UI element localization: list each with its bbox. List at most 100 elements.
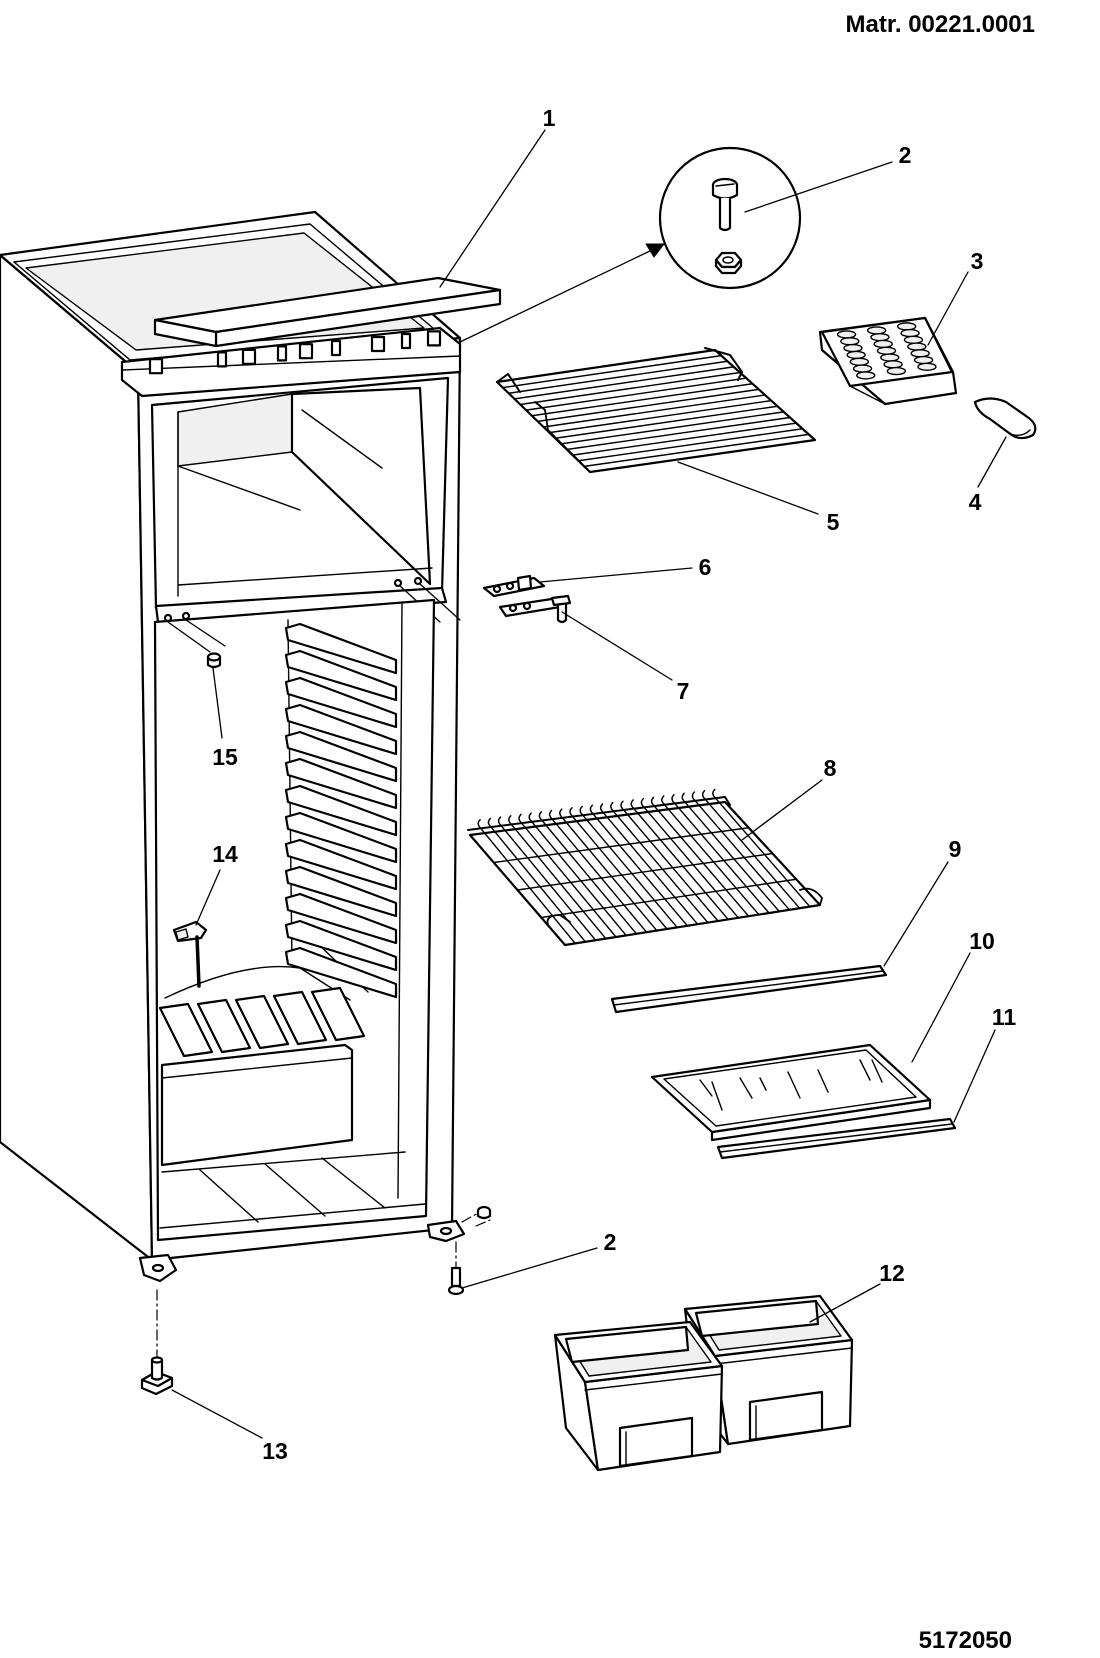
shelf-5-back-lip: [704, 347, 743, 381]
shelf-rail: [284, 892, 398, 945]
callout-3-label: 3: [971, 248, 984, 274]
ice-cell: [917, 362, 937, 371]
bolt-slot: [715, 183, 735, 187]
shelf-rail: [284, 865, 398, 918]
callout-6-label: 6: [699, 554, 712, 580]
crisper-rib: [158, 1002, 214, 1058]
compartment-divider: [154, 586, 448, 624]
shelf-wire: [571, 815, 668, 930]
shelf-wire: [581, 813, 678, 929]
hinge-screw-hole: [505, 581, 515, 591]
screw-head: [447, 1284, 465, 1296]
glass-reflections-shape: [871, 1059, 883, 1083]
ice-cell: [856, 371, 876, 380]
drawing-number: 5172050: [919, 1627, 1012, 1654]
shelf-wire-hook: [518, 813, 522, 824]
hinge-guide-line: [419, 583, 461, 621]
shelf-wire: [542, 394, 766, 428]
callout-2-bottom-label: 2: [604, 1229, 617, 1255]
bin-inner-wall: [564, 1325, 690, 1364]
leader-13: [171, 1389, 263, 1439]
shelf-wire-hook: [528, 812, 532, 822]
bin-front-notch: [618, 1416, 694, 1468]
ice-cell: [843, 343, 863, 353]
ice-cell: [907, 342, 927, 351]
leader-6: [539, 567, 693, 583]
fridge-bottom-sill: [159, 1203, 426, 1229]
shelf-wire-hook: [477, 818, 481, 829]
hinge-hole: [393, 578, 403, 588]
ice-cell: [910, 349, 930, 358]
control-panel-clips: [148, 330, 442, 375]
shelf-cross-wire: [493, 827, 750, 864]
part-2-screw-detail: [459, 146, 802, 343]
leader-15: [212, 667, 223, 739]
ice-cell: [900, 328, 920, 338]
ice-cell: [903, 335, 924, 345]
leader-3: [927, 271, 969, 346]
crisper-rib: [272, 990, 328, 1046]
leader-lines: [171, 129, 1007, 1439]
knob-stem: [195, 935, 201, 988]
hinge-hole: [413, 576, 423, 586]
control-clip: [330, 339, 342, 357]
shelf-wire: [531, 383, 754, 417]
callout-13-label: 13: [262, 1438, 288, 1464]
glass-reflections-shape: [787, 1071, 801, 1099]
shelf-wire: [703, 797, 801, 909]
callout-15-label: 15: [212, 744, 238, 770]
shelf-wire-hook: [630, 799, 634, 809]
ice-cell: [852, 364, 873, 373]
leader-4: [977, 436, 1007, 488]
ice-cell: [836, 330, 857, 339]
shelf-wire-hook: [620, 800, 624, 810]
shelf-wire-hook: [569, 807, 573, 817]
shelf-wire: [525, 377, 747, 411]
leader-2-bottom: [461, 1247, 598, 1289]
crisper-rib: [310, 986, 366, 1042]
foot-stud: [150, 1358, 164, 1381]
ice-cell: [876, 346, 897, 355]
shelf-wire-hook: [487, 817, 492, 828]
part-4-ice-scraper: [973, 397, 1037, 440]
bin-front-notch: [748, 1390, 824, 1442]
callout-12-label: 12: [879, 1260, 905, 1286]
part-3-ice-tray: [818, 316, 958, 406]
shelf-wire-hook: [661, 795, 665, 805]
screw-shaft: [450, 1266, 462, 1288]
shelf-wire-hook: [599, 803, 604, 813]
part-10-glass-shelf: [650, 1043, 932, 1142]
leader-10: [911, 952, 971, 1063]
bin-rim-lip: [584, 1373, 723, 1391]
shelf-wire: [577, 428, 804, 462]
shelf-wire: [499, 824, 597, 941]
control-clip: [216, 351, 228, 368]
bin-inner-wall: [694, 1299, 820, 1338]
shelf-wire: [548, 399, 772, 434]
peg-top: [206, 652, 222, 662]
shelf-wire-hook: [712, 788, 716, 799]
shelf-wire-hook: [701, 789, 706, 800]
shelf-wire-hook: [589, 804, 594, 814]
shelf-wire-hook: [579, 805, 583, 816]
shelf-rail: [284, 703, 398, 756]
shelf-5-wires: [502, 354, 810, 468]
callout-14-label: 14: [212, 841, 238, 867]
shelf-wire: [622, 808, 719, 922]
ice-cell: [873, 339, 893, 349]
hinge-screw-hole: [508, 603, 518, 613]
shelf-wire: [571, 422, 797, 456]
glass-plate: [650, 1043, 932, 1134]
floor-groove: [264, 1163, 326, 1217]
shelf-rail: [284, 919, 398, 972]
freezer-floor-front: [177, 567, 433, 586]
shelf-5-hook: [496, 373, 521, 393]
control-clip: [148, 358, 164, 375]
shelf-rail: [284, 784, 398, 837]
shelf-8-right-bend: [799, 887, 823, 906]
shelf-rail: [284, 757, 398, 810]
leader-1: [439, 129, 546, 288]
control-clip: [426, 330, 442, 347]
part-12-crisper-bin-left: [553, 1320, 724, 1472]
